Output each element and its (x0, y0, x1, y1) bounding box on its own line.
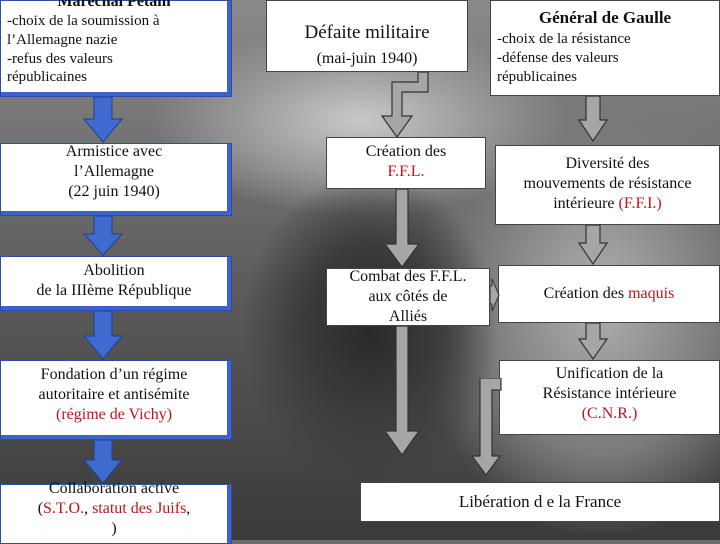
collab-statut: statut des Juifs (92, 500, 187, 517)
petain-line-1: -choix de la soumission à (7, 13, 160, 29)
diversite-line-3: intérieure (F.F.I.) (496, 194, 719, 214)
arrow-down-icon (83, 97, 123, 143)
arrow-down-icon (83, 440, 123, 484)
collab-sto: S.T.O. (43, 500, 85, 517)
maquis-line: Création des maquis (499, 284, 719, 304)
diversite-line-1: Diversité des (565, 155, 650, 172)
liberation-box: Libération d e la France (360, 482, 720, 522)
vichy-highlight: (régime de Vichy) (55, 406, 173, 423)
collab-line-1: Collaboration active (48, 480, 180, 497)
arrow-right-icon (490, 278, 500, 312)
petain-title: Maréchal Pétain (57, 0, 171, 10)
cnr-box: Unification de la Résistance intérieure … (499, 360, 720, 435)
armistice-line-3: (22 juin 1940) (68, 183, 160, 200)
degaulle-box: Général de Gaulle -choix de la résistanc… (490, 0, 720, 96)
abolition-box: Abolition de la IIIème République (0, 256, 232, 311)
combat-box: Combat des F.F.L. aux côtés de Alliés (326, 268, 490, 326)
arrow-elbow-icon (380, 72, 429, 138)
collab-open: ( (37, 500, 44, 517)
petain-line-4: républicaines (7, 69, 87, 86)
maquis-box: Création des maquis (498, 265, 720, 323)
armistice-line-1: Armistice avec (65, 143, 163, 160)
degaulle-line-3: républicaines (497, 68, 577, 85)
vichy-line-1: Fondation d’un régime (40, 366, 188, 383)
vichy-line-2: autoritaire et antisémite (38, 386, 190, 403)
collab-sep-2: , (186, 500, 191, 517)
petain-line-3: -refus des valeurs (7, 50, 113, 67)
abolition-line-2: de la IIIème République (36, 282, 192, 299)
petain-box: Maréchal Pétain -choix de la soumission … (0, 0, 232, 97)
arrow-down-icon (386, 326, 421, 456)
ffl-box: Création des F.F.L. (326, 137, 486, 189)
arrow-down-icon (578, 323, 608, 360)
defaite-line-1: Défaite militaire (304, 22, 430, 43)
defaite-box: Défaite militaire (mai-juin 1940) (266, 0, 468, 72)
diversite-line-3-pre: intérieure (553, 195, 619, 212)
vichy-box: Fondation d’un régime autoritaire et ant… (0, 360, 232, 440)
arrow-down-icon (83, 216, 123, 256)
arrow-down-icon (578, 96, 608, 142)
cnr-line-1: Unification de la (555, 365, 664, 382)
armistice-line-2: l’Allemagne (74, 163, 154, 180)
ffl-highlight: F.F.L. (387, 163, 425, 180)
diversite-line-2: mouvements de résistance (523, 175, 692, 192)
combat-line-1: Combat des F.F.L. (349, 268, 467, 285)
diversite-highlight: (F.F.I.) (618, 195, 662, 212)
collab-line-2: (S.T.O., statut des Juifs, (1, 499, 227, 519)
ffl-line-1: Création des (365, 143, 447, 160)
collab-line-3: ) (111, 520, 117, 537)
armistice-box: Armistice avec l’Allemagne (22 juin 1940… (0, 143, 232, 216)
arrow-down-icon (386, 189, 421, 268)
cnr-highlight: (C.N.R.) (581, 405, 638, 422)
arrow-elbow-icon (470, 378, 502, 476)
maquis-highlight: maquis (628, 285, 675, 302)
degaulle-title: Général de Gaulle (538, 8, 672, 27)
liberation-label: Libération d e la France (458, 492, 622, 511)
degaulle-line-1: -choix de la résistance (497, 31, 631, 48)
arrow-down-icon (578, 225, 608, 265)
diversite-box: Diversité des mouvements de résistance i… (495, 145, 720, 225)
petain-line-2: l’Allemagne nazie (7, 31, 118, 48)
degaulle-line-2: -défense des valeurs (497, 50, 619, 66)
abolition-line-1: Abolition (83, 262, 145, 279)
maquis-pre: Création des (543, 285, 629, 302)
arrow-down-icon (83, 311, 123, 360)
collaboration-box: Collaboration active (S.T.O., statut des… (0, 480, 232, 544)
combat-line-2: aux côtés de (368, 288, 448, 305)
defaite-line-2: (mai-juin 1940) (316, 49, 418, 67)
collab-sep-1: , (84, 500, 93, 517)
combat-line-3: Alliés (388, 308, 428, 325)
cnr-line-2: Résistance intérieure (542, 385, 677, 402)
